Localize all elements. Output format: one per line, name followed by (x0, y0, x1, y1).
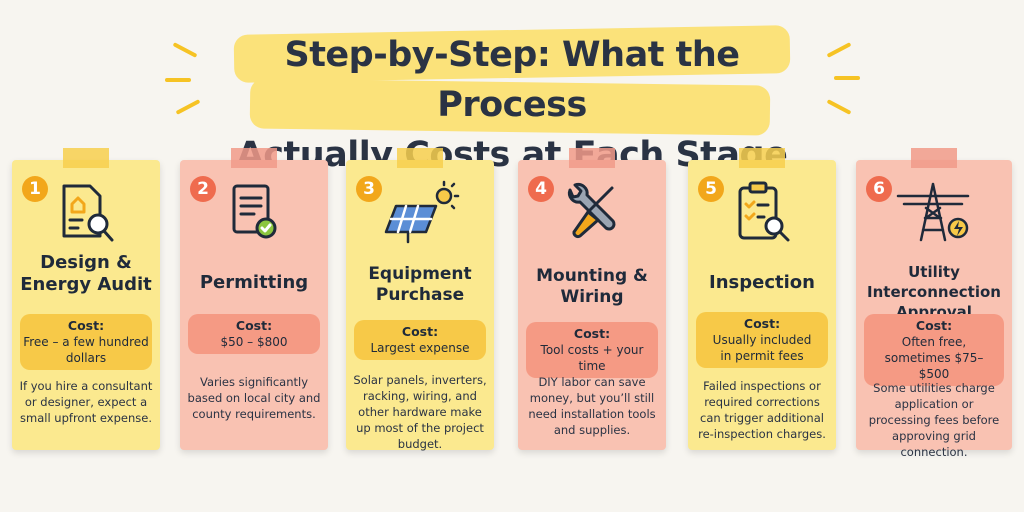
tape (739, 148, 785, 168)
step-title: Equipment Purchase (368, 264, 472, 305)
cost-label: Cost: (915, 318, 953, 333)
sparkle-ray (826, 42, 852, 58)
step-title: Utility Interconnection Approval (867, 263, 1001, 321)
tape (569, 148, 615, 168)
cost-box: Cost: Often free, sometimes $75–$500 (864, 314, 1004, 386)
step-description: Varies significantly based on local city… (187, 375, 321, 421)
title-banner: Step-by-Step: What the Process Actually … (214, 20, 810, 175)
cost-box: Cost: Largest expense (354, 320, 486, 360)
step-title: Mounting & Wiring (536, 266, 648, 307)
step-description: Solar panels, inverters, racking, wiring… (353, 373, 487, 451)
cost-value: Usually included in permit fees (712, 333, 812, 363)
step-title: Inspection (709, 272, 815, 293)
power-tower-lightning-icon (896, 178, 976, 248)
step-description: Some utilities charge application or pro… (868, 381, 1000, 459)
step-number-badge: 4 (528, 176, 554, 202)
tape (397, 148, 443, 168)
tape (911, 148, 957, 168)
cost-label: Cost: (235, 318, 273, 333)
step-card-5: 5 Inspection Cost: Usually included in p… (688, 148, 836, 450)
step-description: DIY labor can save money, but you’ll sti… (528, 375, 656, 437)
sparkle-ray (165, 78, 191, 82)
cost-label: Cost: (67, 318, 105, 333)
step-title: Design & Energy Audit (20, 252, 152, 295)
cost-label: Cost: (573, 326, 611, 341)
step-description: Failed inspections or required correctio… (698, 379, 826, 441)
tape (63, 148, 109, 168)
cost-box: Cost: Usually included in permit fees (696, 312, 828, 368)
tape (231, 148, 277, 168)
cost-value: Free – a few hundred dollars (23, 335, 149, 365)
cost-box: Cost: Tool costs + your time (526, 322, 658, 378)
step-number-badge: 6 (866, 176, 892, 202)
sparkle-ray (172, 42, 198, 58)
cost-label: Cost: (401, 324, 439, 339)
step-card-2: 2 Permitting Cost: $50 – $800 Varies sig… (180, 148, 328, 450)
step-description: If you hire a consultant or designer, ex… (19, 379, 153, 425)
step-card-3: 3 Equipment Purchase Cost: Largest expen… (346, 148, 494, 451)
cost-box: Cost: Free – a few hundred dollars (20, 314, 152, 370)
step-number-badge: 5 (698, 176, 724, 202)
step-number-badge: 2 (190, 176, 216, 202)
step-number-badge: 1 (22, 176, 48, 202)
house-document-magnifier-icon (46, 178, 126, 248)
step-card-4: 4 Mounting & Wiring Cost: Tool costs + y… (518, 148, 666, 450)
step-number-badge: 3 (356, 176, 382, 202)
solar-panel-sun-icon (380, 178, 460, 248)
cost-value: Largest expense (370, 341, 470, 355)
sparkle-ray (834, 76, 860, 80)
step-title: Permitting (199, 272, 309, 293)
sparkle-ray (175, 99, 201, 115)
cost-value: $50 – $800 (220, 335, 288, 349)
clipboard-checklist-magnifier-icon (722, 178, 802, 248)
cost-value: Often free, sometimes $75–$500 (884, 335, 984, 381)
cost-value: Tool costs + your time (540, 343, 644, 373)
cost-label: Cost: (743, 316, 781, 331)
wrench-screwdriver-icon (552, 178, 632, 248)
step-card-6: 6 Utility Interconnection Approval Cost:… (856, 148, 1012, 459)
cost-box: Cost: $50 – $800 (188, 314, 320, 354)
document-checkmark-icon (214, 178, 294, 248)
title-line-1: Step-by-Step: What the Process (284, 35, 740, 125)
step-card-1: 1 Design & Energy Audit Cost: Free – a f… (12, 148, 160, 450)
page-title: Step-by-Step: What the Process Actually … (214, 30, 810, 180)
sparkle-ray (826, 99, 852, 115)
